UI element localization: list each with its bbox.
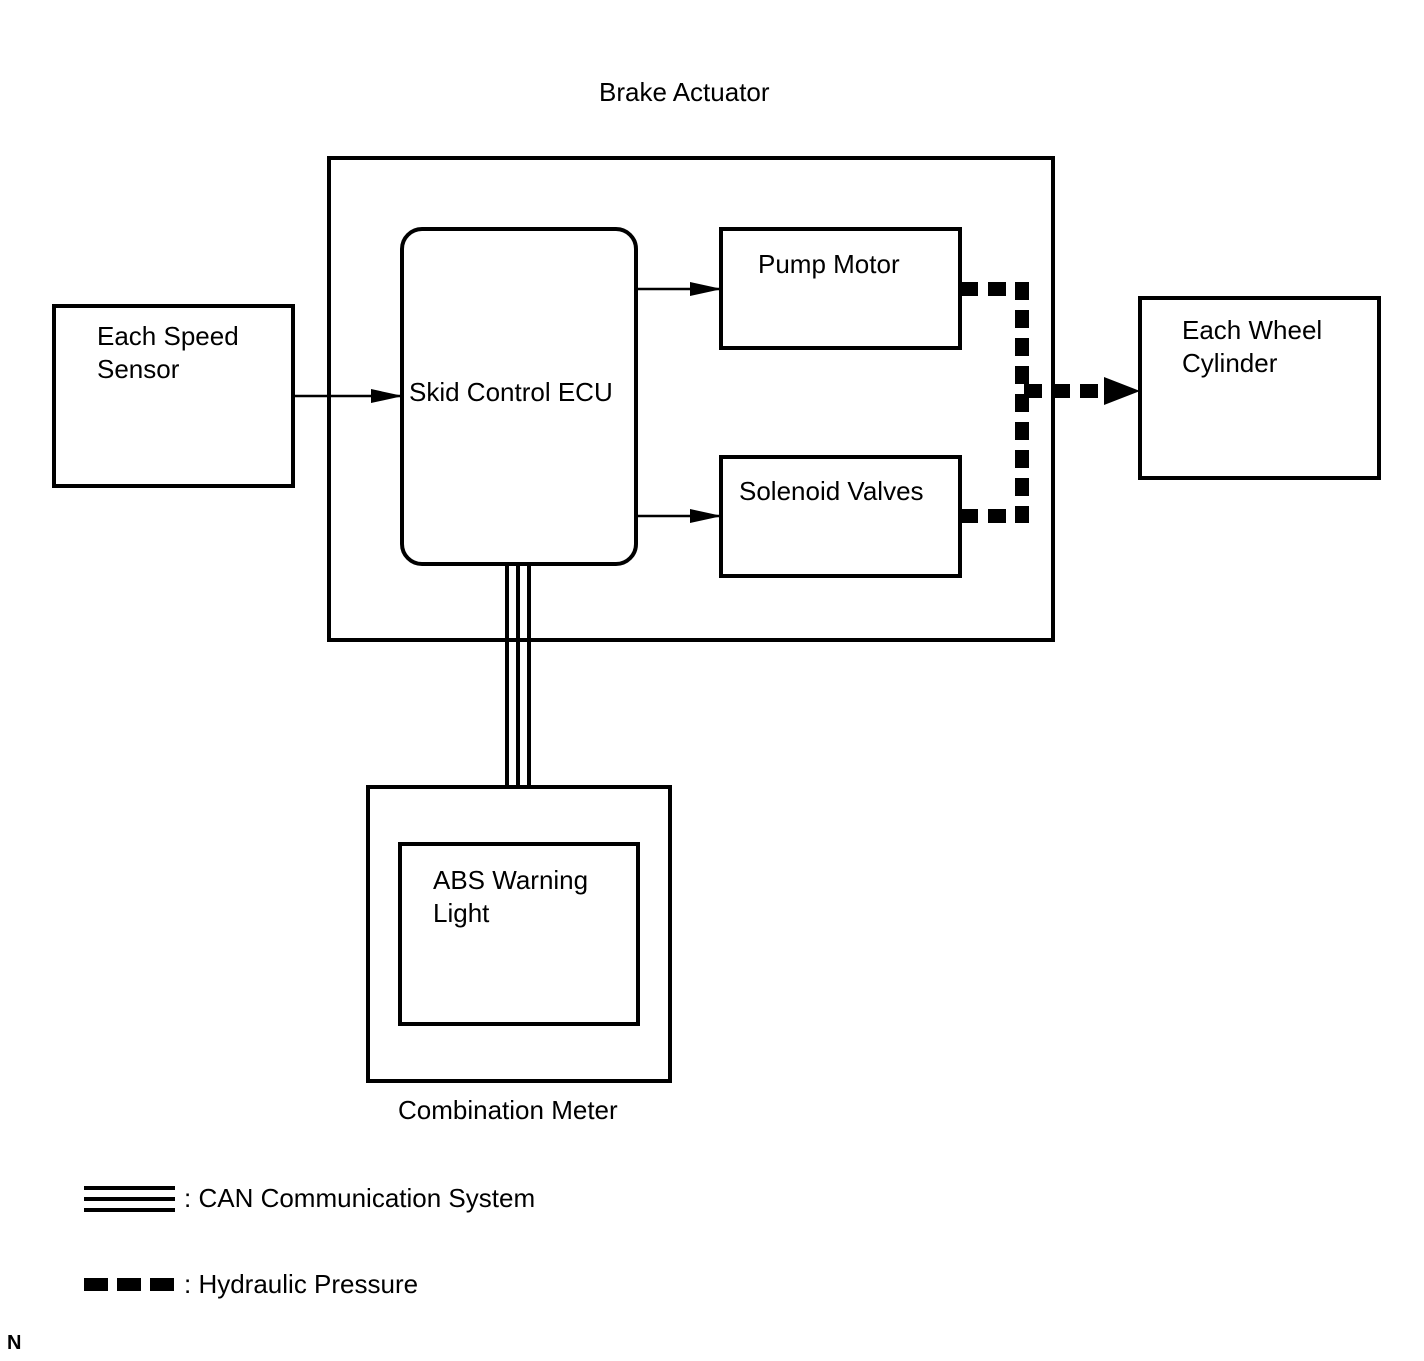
abs-warning-light-label: ABS Warning Light <box>433 865 589 928</box>
legend-can-label: : CAN Communication System <box>184 1183 536 1213</box>
legend-hydraulic-label: : Hydraulic Pressure <box>184 1269 419 1299</box>
speed-sensor-label: Each Speed Sensor <box>97 321 239 384</box>
wheel-cylinder-box <box>1138 296 1381 480</box>
pump-motor-label: Pump Motor <box>758 249 900 279</box>
ecu-label: Skid Control ECU <box>409 377 613 407</box>
abs-warning-light-box <box>398 842 640 1026</box>
legend-hydraulic-swatch <box>84 1278 174 1291</box>
pump-motor-box <box>719 227 962 350</box>
brake-actuator-box <box>327 156 1055 642</box>
combination-meter-box <box>366 785 672 1083</box>
hydraulic-pressure-line <box>960 282 1108 523</box>
legend-can-swatch <box>84 1186 175 1212</box>
corner-mark: N <box>7 1332 22 1354</box>
can-bus-line <box>505 564 531 787</box>
brake-actuator-label: Brake Actuator <box>599 77 770 107</box>
hydraulic-arrowhead <box>1104 377 1140 405</box>
solenoid-valves-label: Solenoid Valves <box>739 476 924 506</box>
combination-meter-label: Combination Meter <box>398 1095 618 1125</box>
wheel-cylinder-label: Each Wheel Cylinder <box>1182 315 1323 378</box>
